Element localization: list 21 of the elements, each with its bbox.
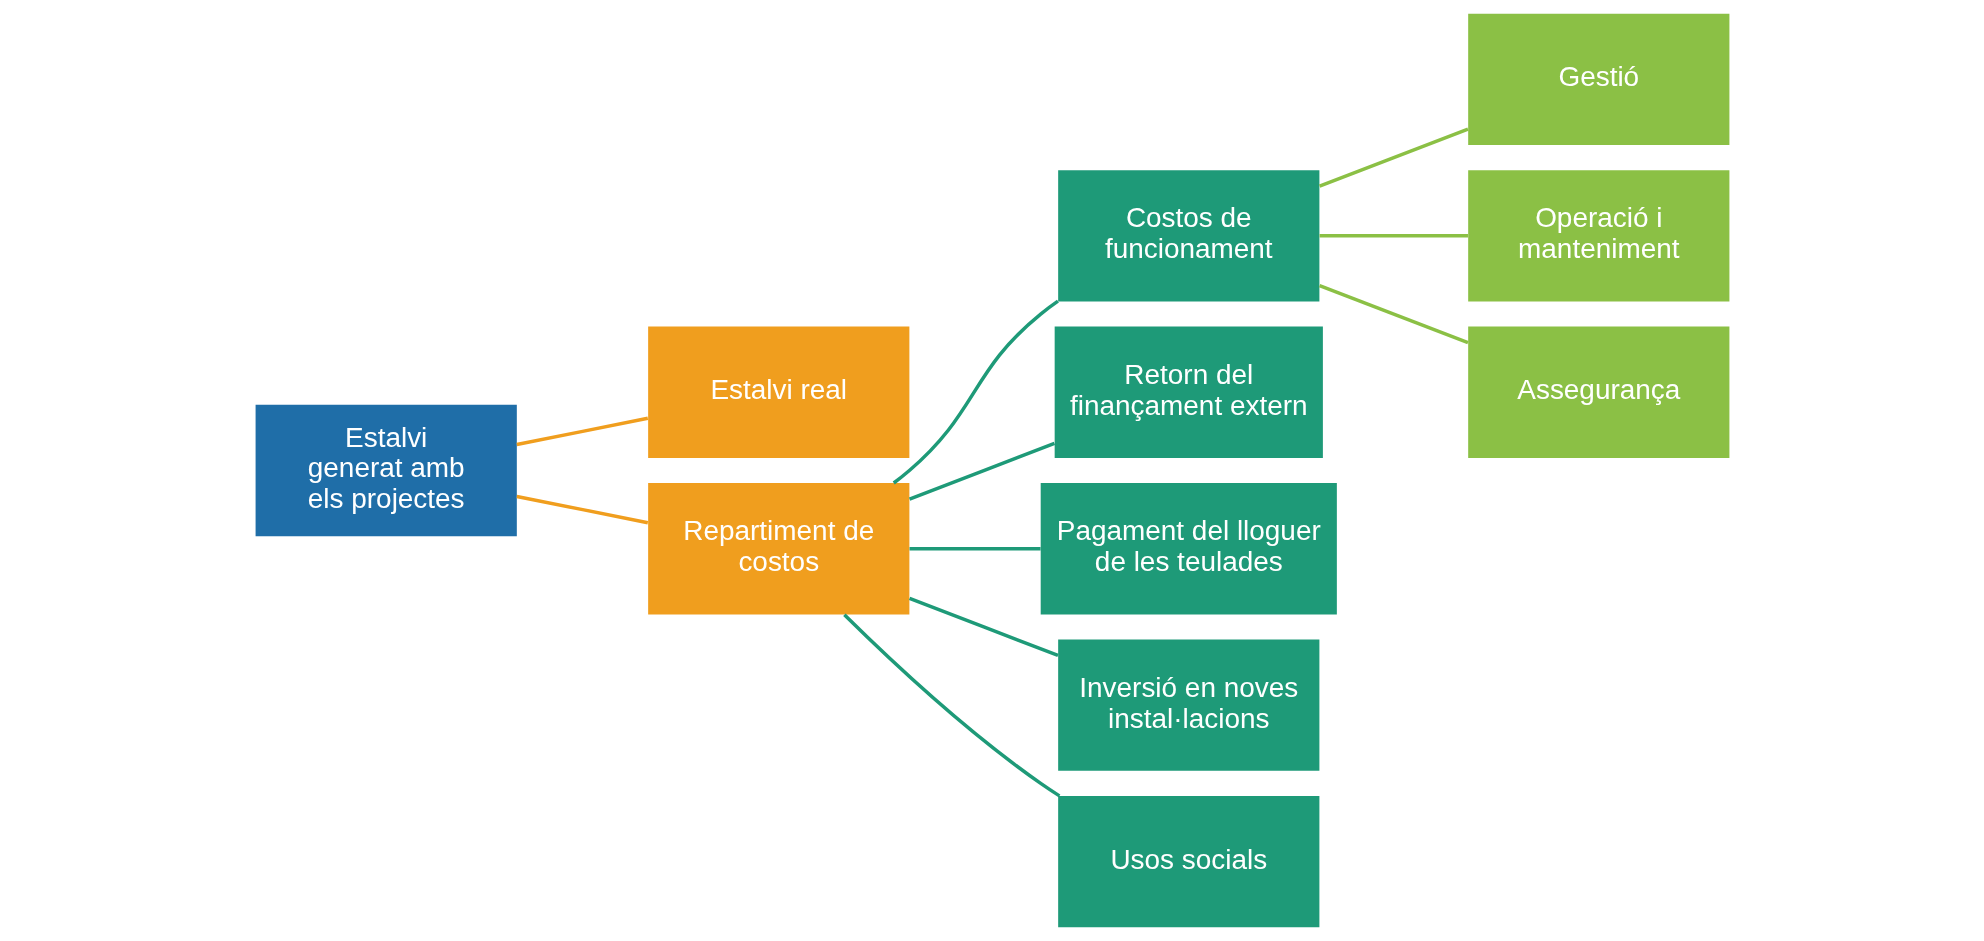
connector [909,547,1041,551]
node-box: Repartiment de costos [647,483,909,615]
connector [908,596,1059,658]
node-box: Pagament del lloguer de les teulades [1040,483,1337,615]
connector [516,416,648,447]
connector [842,613,1060,798]
node-box: Retorn del finançament extern [1054,326,1323,458]
node-box: Inversió en noves instal·lacions [1057,639,1319,771]
node-box: Estalvi real [647,326,909,458]
node-box: Gestió [1467,13,1729,145]
connector [908,441,1055,501]
node-box: Assegurança [1467,326,1729,458]
connector [892,299,1059,485]
connector [516,494,648,525]
node-box: Estalvi generat amb els projectes [255,404,517,537]
node-box: Operació i manteniment [1467,170,1729,302]
connector [1318,127,1469,188]
connector [1318,283,1469,345]
connector [1319,234,1468,238]
node-box: Costos de funcionament [1057,170,1319,302]
node-box: Usos socials [1057,796,1319,928]
